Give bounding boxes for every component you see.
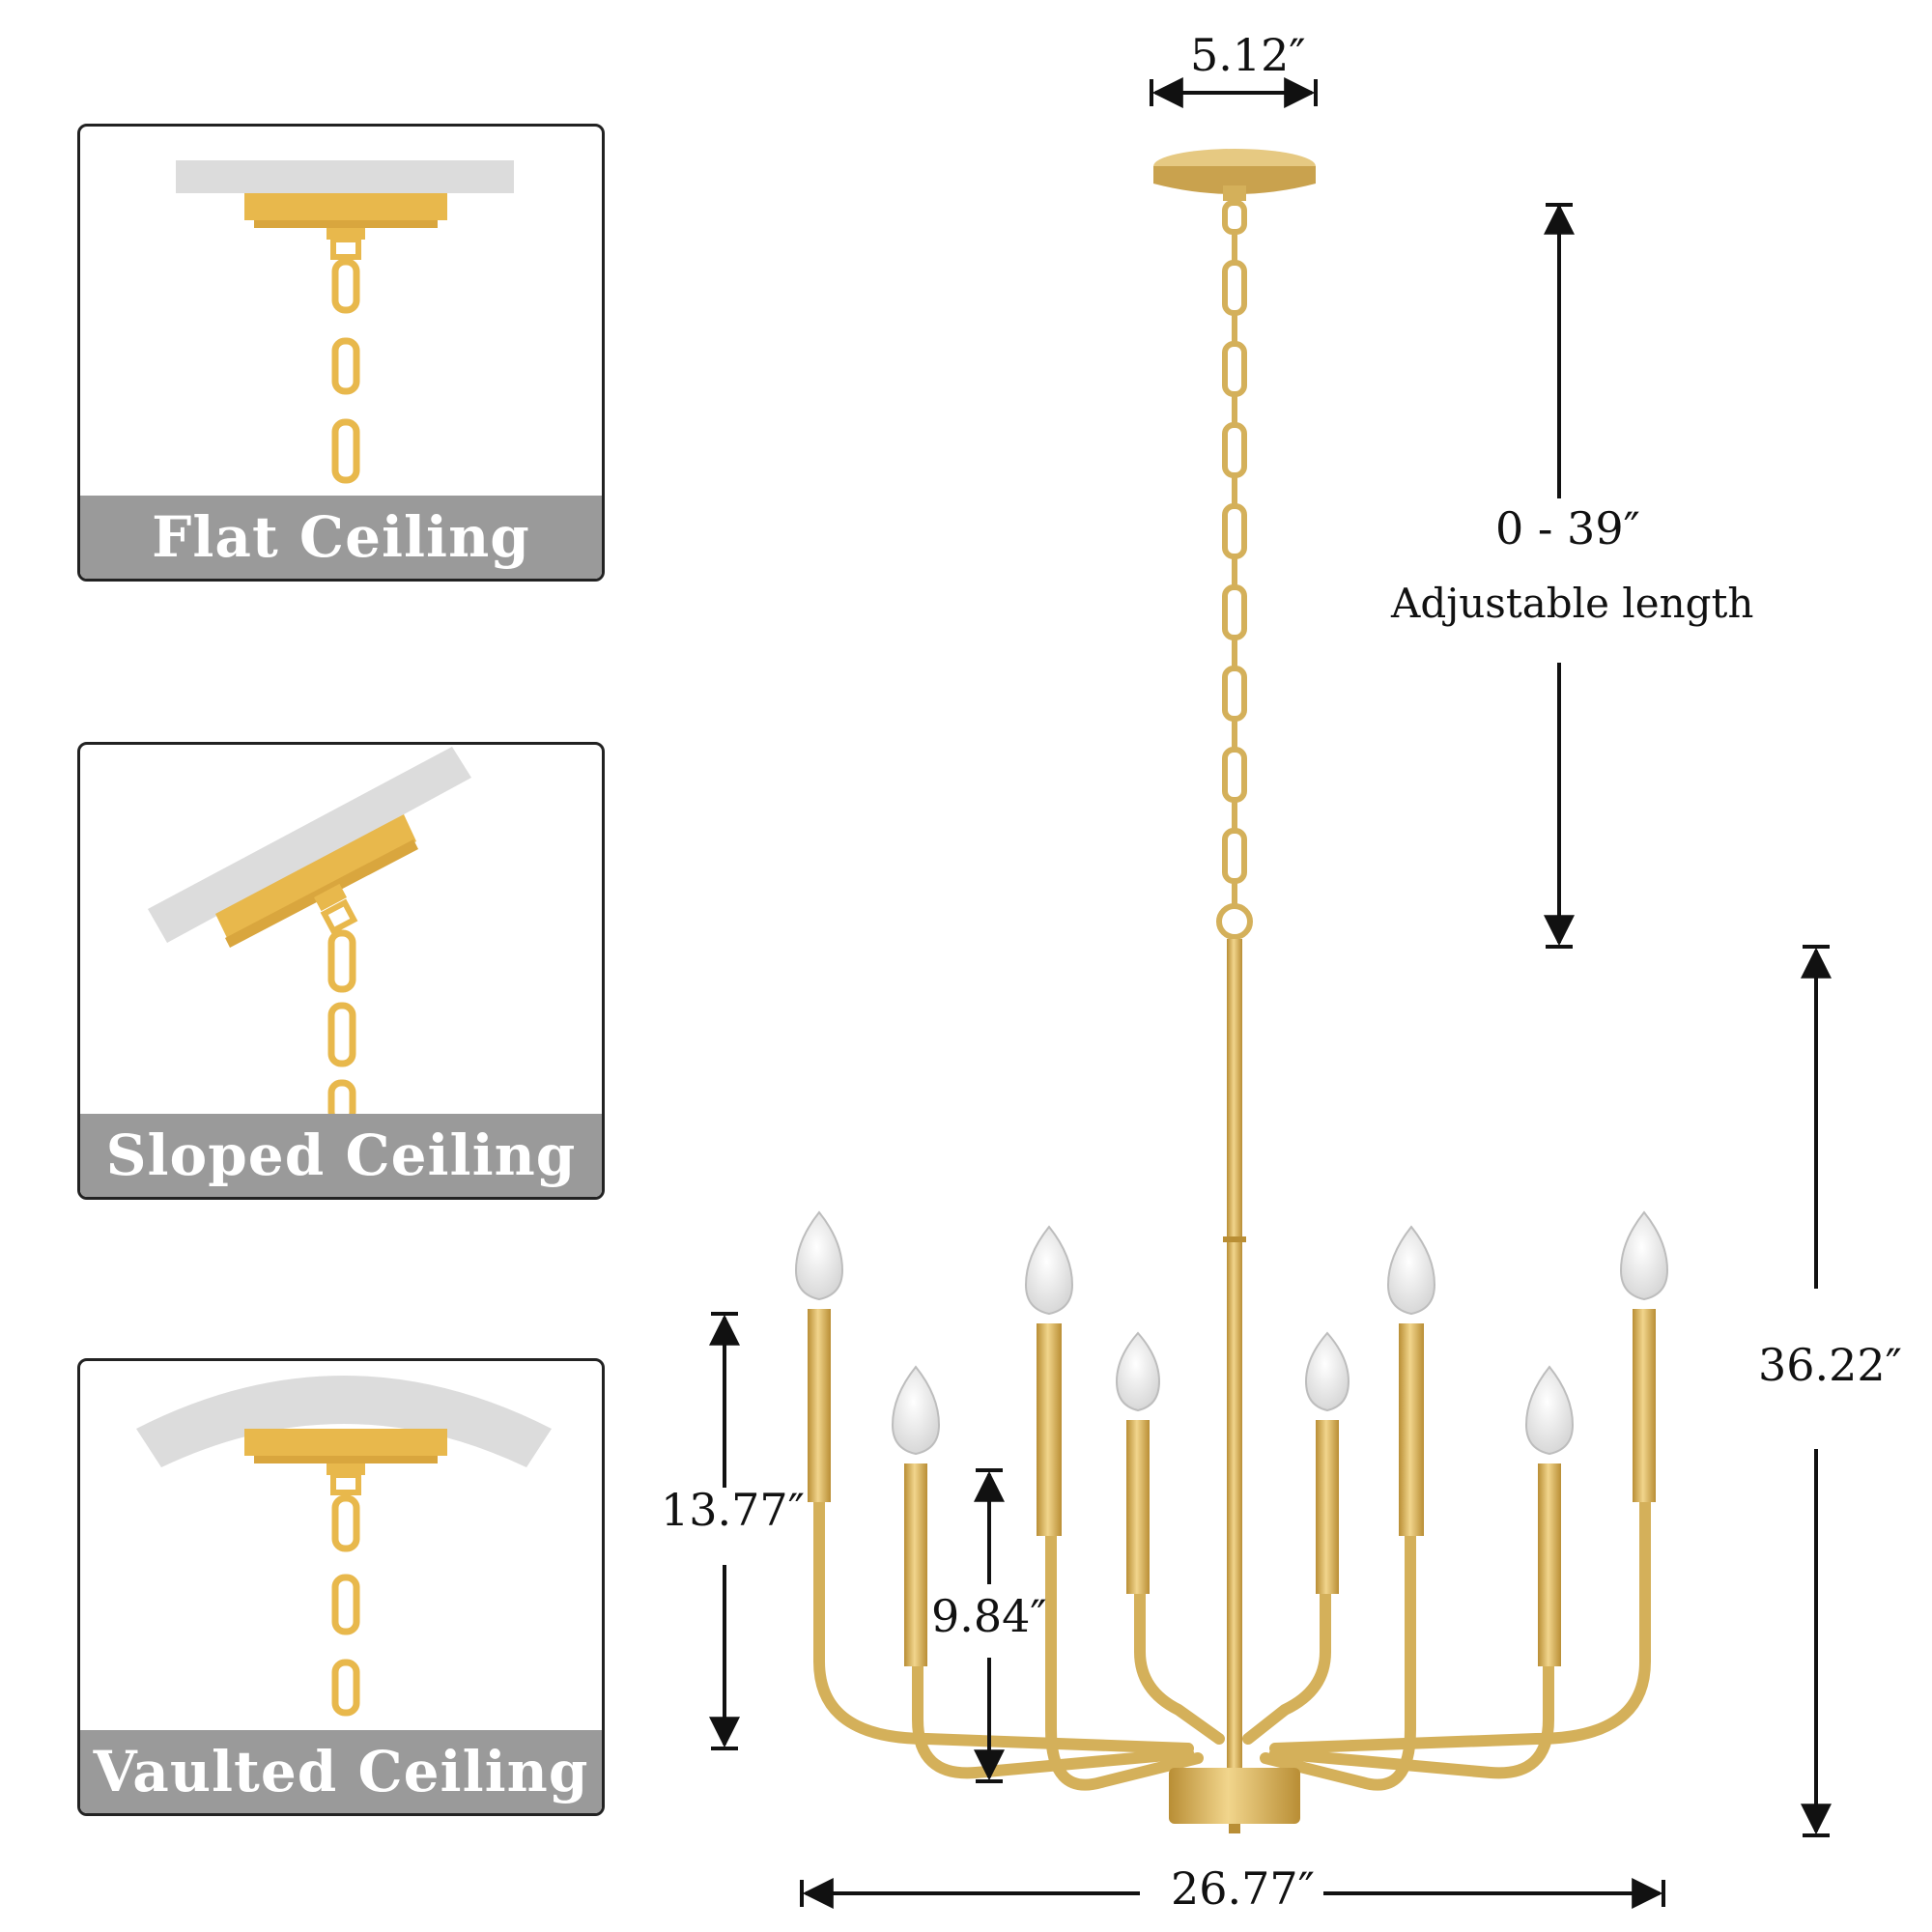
base-cup [1169, 1768, 1300, 1833]
flat-ceiling-card: Flat Ceiling [77, 124, 605, 582]
arms [813, 1496, 1651, 1791]
sloped-ceiling-label: Sloped Ceiling [80, 1114, 602, 1197]
dimension-lines [709, 77, 1832, 1909]
vaulted-ceiling-label: Vaulted Ceiling [80, 1730, 602, 1813]
bulbs [794, 1210, 1669, 1456]
sloped-ceiling-illustration [148, 747, 471, 1125]
inner-arm-height-label: 9.84″ [931, 1590, 1047, 1642]
chain-length-label: 0 - 39″ [1495, 502, 1640, 554]
flat-ceiling-illustration [176, 160, 514, 484]
chain [1216, 200, 1253, 940]
canopy-width-label: 5.12″ [1190, 29, 1306, 81]
center-stem [1227, 939, 1242, 1770]
canopy [1153, 149, 1316, 201]
flat-ceiling-label: Flat Ceiling [80, 496, 602, 579]
vaulted-ceiling-illustration [136, 1376, 552, 1717]
total-height-label: 36.22″ [1758, 1339, 1902, 1391]
vaulted-ceiling-card: Vaulted Ceiling [77, 1358, 605, 1816]
chain-note-label: Adjustable length [1391, 580, 1754, 627]
arm-height-label: 13.77″ [661, 1484, 805, 1536]
sloped-ceiling-card: Sloped Ceiling [77, 742, 605, 1200]
total-width-label: 26.77″ [1171, 1862, 1315, 1915]
candle-sleeves [808, 1309, 1656, 1666]
